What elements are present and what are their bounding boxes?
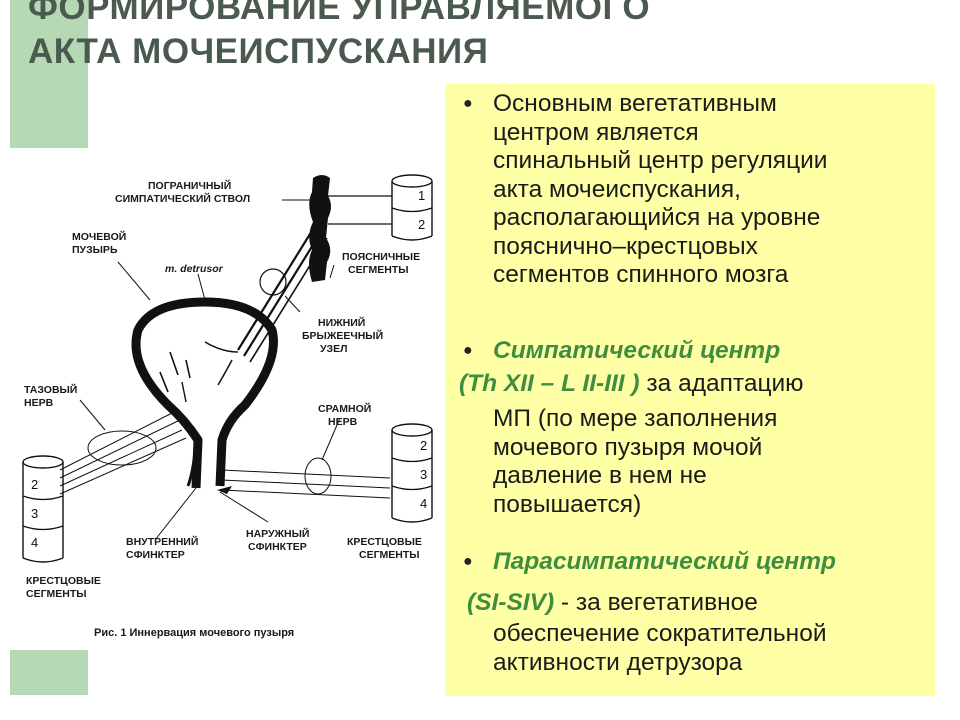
- title-line-2: АКТА МОЧЕИСПУСКАНИЯ: [28, 32, 489, 71]
- sympathetic-range-line: (Th XII – L II-III ) за адаптацию: [459, 370, 804, 399]
- lumbar-segment-1: 1: [418, 188, 425, 203]
- lumbar-segments-cylinder: 1 2: [391, 174, 433, 241]
- title-line-1: ФОРМИРОВАНИЕ УПРАВЛЯЕМОГО: [28, 0, 651, 27]
- bullet-dot: ●: [463, 95, 473, 112]
- label-border-trunk-2: СИМПАТИЧЕСКИЙ СТВОЛ: [115, 192, 250, 205]
- lumbar-segment-2: 2: [418, 217, 425, 232]
- label-outer-sphincter-2: СФИНКТЕР: [248, 541, 307, 553]
- figure-caption: Рис. 1 Иннервация мочевого пузыря: [94, 627, 294, 639]
- bladder-innervation-diagram: 1 2 2 3 4 2 3 4: [22, 174, 433, 639]
- accent-block-top: [10, 0, 88, 148]
- parasympathetic-range-line: (SI-SIV) - за вегетативное: [467, 589, 758, 618]
- b1-line-2: центром является: [493, 118, 699, 146]
- bullet-dot: ●: [463, 342, 473, 359]
- label-ganglion-3: УЗЕЛ: [320, 343, 347, 355]
- sacral-right-segment-4: 4: [420, 496, 427, 511]
- b1-line-5: располагающийся на уровне: [493, 204, 821, 231]
- label-outer-sphincter-1: НАРУЖНЫЙ: [246, 527, 309, 540]
- bullet-item-2: ● Симпатический центр: [463, 337, 780, 366]
- label-pudendal-2: НЕРВ: [328, 416, 358, 428]
- sacral-segments-left-cylinder: 2 3 4: [22, 455, 64, 563]
- label-lumbar-1: ПОЯСНИЧНЫЕ: [342, 251, 420, 263]
- ganglion-marker: [259, 268, 287, 296]
- label-ganglion-2: БРЫЖЕЕЧНЫЙ: [302, 329, 383, 342]
- label-bladder-2: ПУЗЫРЬ: [72, 244, 118, 256]
- bullet-item-1: ● Основным вегетативным центром является…: [463, 90, 827, 290]
- b3-line-1: - за вегетативное: [560, 589, 758, 616]
- pudendal-nerve-marker: [304, 457, 332, 495]
- slide-title: ФОРМИРОВАНИЕ УПРАВЛЯЕМОГО АКТА МОЧЕИСПУС…: [28, 0, 650, 74]
- sacral-left-segment-4: 4: [31, 535, 38, 550]
- sacral-right-segment-3: 3: [420, 467, 427, 482]
- b1-line-4: акта мочеиспускания,: [493, 175, 741, 203]
- accent-block-bottom: [10, 650, 88, 695]
- label-inner-sphincter-2: СФИНКТЕР: [126, 549, 185, 561]
- parasympathetic-center-heading: Парасимпатический центр: [493, 548, 836, 575]
- b3-rest: обеспечение сократительной активности де…: [463, 620, 827, 677]
- bullet-dot: ●: [463, 553, 473, 570]
- b3-line-3: активности детрузора: [493, 648, 743, 676]
- b1-line-3: спинальный центр регуляции: [493, 147, 828, 174]
- b2-line-3: мочевого пузыря мочой: [493, 433, 763, 461]
- b2-rest: МП (по мере заполнения мочевого пузыря м…: [463, 405, 777, 519]
- label-pelvic-2: НЕРВ: [24, 397, 54, 409]
- text-panel: ● Основным вегетативным центром является…: [445, 84, 935, 696]
- sacral-left-segment-3: 3: [31, 506, 38, 521]
- b2-line-4: давление в нем не: [493, 462, 707, 489]
- spinal-cord: [309, 175, 331, 282]
- label-sacral-left-2: СЕГМЕНТЫ: [26, 588, 87, 600]
- label-lumbar-2: СЕГМЕНТЫ: [348, 264, 409, 276]
- bullet-item-3: ● Парасимпатический центр: [463, 548, 836, 577]
- b3-line-2: обеспечение сократительной: [493, 620, 827, 647]
- label-detrusor: m. detrusor: [165, 263, 224, 275]
- label-bladder-1: МОЧЕВОЙ: [72, 230, 126, 243]
- label-pudendal-1: СРАМНОЙ: [318, 402, 371, 415]
- b2-line-2: МП (по мере заполнения: [493, 405, 778, 432]
- sacral-right-segment-2: 2: [420, 438, 427, 453]
- label-sacral-left-1: КРЕСТЦОВЫЕ: [26, 575, 101, 587]
- b1-line-6: пояснично–крестцовых: [493, 232, 758, 260]
- sympathetic-center-heading: Симпатический центр: [493, 337, 781, 364]
- label-sacral-right-1: КРЕСТЦОВЫЕ: [347, 536, 422, 548]
- sympathetic-range: (Th XII – L II-III ): [459, 370, 640, 397]
- parasympathetic-range: (SI-SIV): [467, 589, 555, 616]
- label-pelvic-1: ТАЗОВЫЙ: [24, 383, 77, 396]
- b2-line-5: повышается): [493, 490, 642, 518]
- label-border-trunk-1: ПОГРАНИЧНЫЙ: [148, 179, 231, 192]
- bladder-wall: [131, 297, 278, 489]
- b1-line-1: Основным вегетативным: [493, 90, 777, 117]
- sacral-segments-right-cylinder: 2 3 4: [391, 423, 433, 523]
- label-ganglion-1: НИЖНИЙ: [318, 316, 365, 329]
- pelvic-nerve-marker: [87, 430, 157, 466]
- sacral-left-segment-2: 2: [31, 477, 38, 492]
- b1-line-7: сегментов спинного мозга: [493, 261, 789, 288]
- label-inner-sphincter-1: ВНУТРЕННИЙ: [126, 535, 198, 548]
- b2-line-1: за адаптацию: [646, 370, 804, 397]
- label-sacral-right-2: СЕГМЕНТЫ: [359, 549, 420, 561]
